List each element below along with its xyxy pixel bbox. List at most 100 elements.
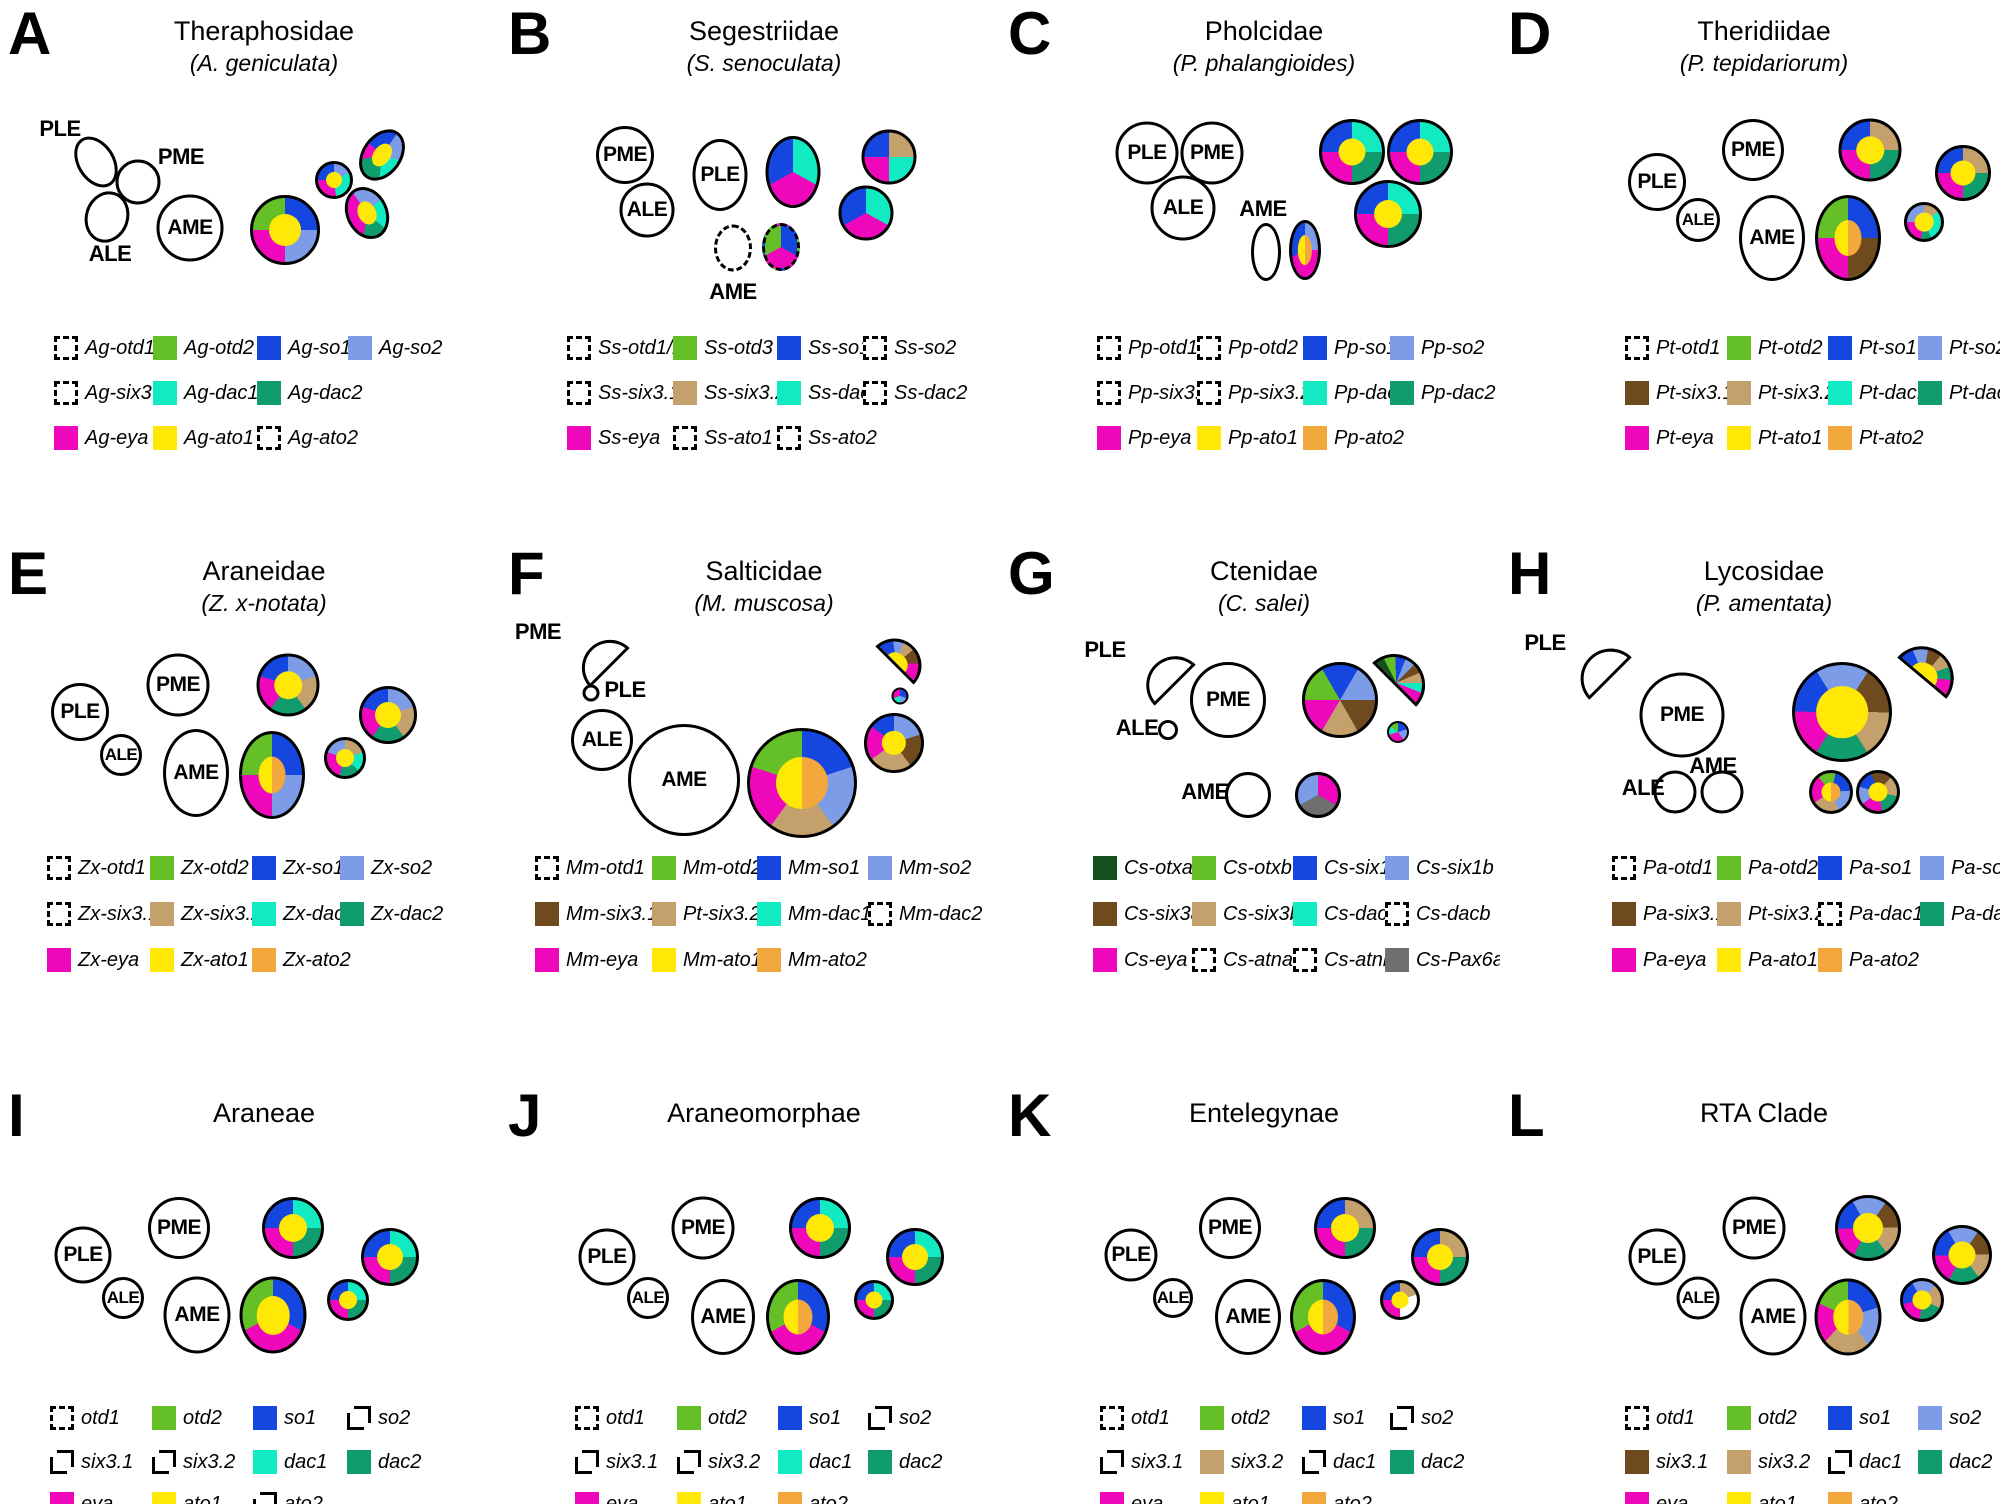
legend-item: Ag-so2: [348, 336, 442, 360]
legend-swatch: [1200, 1492, 1224, 1504]
legend-item: Ag-six3: [54, 381, 152, 405]
legend-swatch: [1918, 1450, 1942, 1474]
eye-ale-outline: [619, 182, 675, 238]
legend-label: otd1: [1656, 1406, 1695, 1429]
legend-label: Pt-ato2: [1859, 426, 1924, 449]
eye-label-ale: ALE: [104, 745, 138, 764]
legend-swatch: [677, 1406, 701, 1430]
legend-label: Pa-ato1: [1748, 948, 1819, 971]
legend-label: Cs-dacb: [1416, 902, 1491, 925]
legend-item: eya: [50, 1492, 113, 1504]
legend-swatch: [1828, 426, 1852, 450]
legend-label: Pt-six3.1: [1656, 381, 1734, 404]
legend-item: Pp-dac2: [1390, 381, 1496, 405]
legend-item: Cs-daca: [1293, 902, 1398, 926]
legend-item: so2: [868, 1406, 931, 1430]
dashed-box-icon: [1625, 1406, 1649, 1430]
legend-swatch: [1197, 426, 1221, 450]
legend-item: Zx-dac1: [252, 902, 355, 926]
dashed-box-icon: [673, 426, 697, 450]
eye-ple-outline: [1628, 153, 1686, 211]
legend-swatch: [1302, 1406, 1326, 1430]
panel-letter: E: [8, 540, 49, 607]
legend-swatch: [152, 1492, 176, 1504]
legend-swatch: [868, 1450, 892, 1474]
legend-label: six3.2: [708, 1450, 761, 1473]
panel-letter: C: [1008, 0, 1052, 67]
legend-label: Ss-ato2: [808, 426, 877, 449]
legend-item: Pa-so1: [1818, 856, 1912, 880]
dashed-box-icon: [47, 856, 71, 880]
pie-ale: [1856, 770, 1900, 814]
legend-item: Ss-so1: [777, 336, 870, 360]
panel-title: Theraphosidae: [173, 16, 355, 46]
legend-label: Pp-ato1: [1228, 426, 1299, 449]
legend-item: otd2: [152, 1406, 222, 1430]
legend-label: Pa-eya: [1643, 948, 1707, 971]
legend-label: Ag-dac1: [184, 381, 259, 404]
legend-label: so1: [809, 1406, 842, 1429]
dashed-box-icon: [1192, 948, 1216, 972]
legend-label: Ag-otd2: [184, 336, 255, 359]
eye-label-ple: PLE: [1111, 1243, 1151, 1266]
legend-label: ato1: [183, 1492, 222, 1504]
eye-pme-outline: [596, 126, 654, 184]
eye-label-pme: PME: [1731, 1216, 1777, 1239]
legend-item: Pa-ato1: [1717, 948, 1818, 972]
eye-label-ple: PLE: [700, 163, 740, 186]
legend-item: Cs-Pax6a: [1385, 948, 1500, 972]
legend-item: Pa-otd1: [1612, 856, 1713, 880]
legend-swatch: [50, 1492, 74, 1504]
pie-ame: [1290, 1279, 1356, 1355]
eye-ame-outline: [156, 194, 224, 262]
eye-label-ame: AME: [1689, 753, 1737, 778]
legend-item: Pt-ato1: [1727, 426, 1822, 450]
pie-inner-ale: [881, 730, 907, 756]
legend-label: Zx-so1: [283, 856, 345, 879]
legend-item: Pt-six3.2: [1717, 902, 1826, 926]
legend-swatch: [1385, 856, 1409, 880]
eye-label-pme: PME: [1730, 138, 1776, 161]
eye-ple-outline: [1104, 1228, 1158, 1282]
eye-ple-outline: [578, 1228, 636, 1286]
pie-ame: [250, 195, 320, 265]
pie-pme: [1835, 1195, 1901, 1261]
panel-letter: G: [1008, 540, 1055, 607]
legend-label: six3.1: [606, 1450, 659, 1473]
legend-label: dac1: [284, 1450, 328, 1473]
panel-subtitle: (C. salei): [1217, 590, 1310, 616]
legend-label: ato2: [1859, 1492, 1898, 1504]
legend-item: Mm-six3.1: [535, 902, 658, 926]
legend-label: otd2: [1231, 1406, 1270, 1429]
legend-label: Cs-six1b: [1416, 856, 1494, 879]
legend-item: Pp-otd2: [1197, 336, 1298, 360]
legend-swatch: [47, 948, 71, 972]
legend-label: six3.2: [1758, 1450, 1811, 1473]
legend-swatch: [1727, 336, 1751, 360]
legend-item: Zx-so1: [252, 856, 344, 880]
dashed-box-icon: [54, 381, 78, 405]
eye-ame-outline: [1225, 772, 1271, 818]
dashed-box-icon: [575, 1406, 599, 1430]
eye-ple-outline: [1115, 121, 1179, 185]
dashed-box-icon: [567, 381, 591, 405]
legend-swatch: [757, 948, 781, 972]
eye-ple-outline: [51, 683, 109, 741]
legend-item: Mm-dac1: [757, 902, 871, 926]
legend-swatch: [252, 856, 276, 880]
legend-item: Cs-otxb: [1192, 856, 1292, 880]
panel-subtitle: (P. tepidariorum): [1679, 50, 1849, 76]
panel-subtitle: (M. muscosa): [694, 590, 834, 616]
pie-pme: [1387, 119, 1453, 185]
legend-swatch: [673, 336, 697, 360]
pie-ple: [1319, 119, 1385, 185]
legend-label: dac1: [1859, 1450, 1903, 1473]
eye-label-ame: AME: [173, 761, 219, 784]
legend-label: Ss-otd1/2: [598, 336, 684, 359]
legend-swatch: [1727, 1450, 1751, 1474]
legend-swatch: [1920, 856, 1944, 880]
legend-swatch: [252, 902, 276, 926]
panel-title: Lycosidae: [1703, 556, 1825, 586]
legend-label: dac2: [1421, 1450, 1465, 1473]
